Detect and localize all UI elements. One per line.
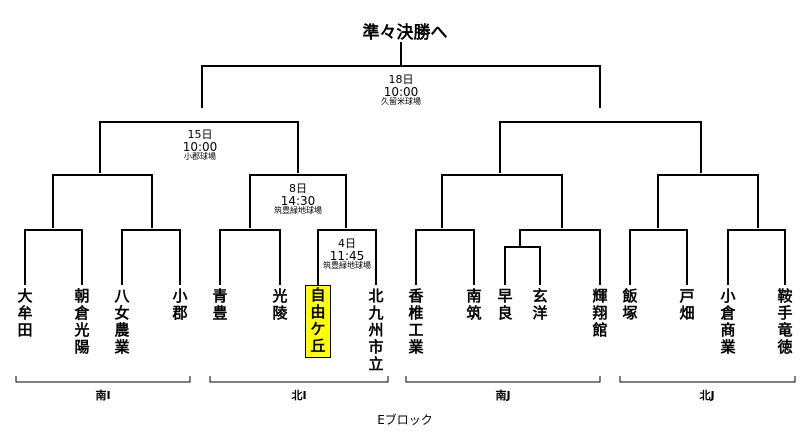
match-date: 4日 [338,237,356,250]
page-title: 準々決勝へ [362,23,448,43]
match-time: 11:45 [329,248,365,263]
match-info-north-i-first: 4日 11:45 筑豊緑地球場 [307,238,387,271]
match-date: 8日 [289,182,307,195]
team-name: 鞍手竜徳 [777,287,793,356]
match-date: 18日 [388,73,414,86]
team-name: 青豊 [212,287,228,322]
block-name: Eブロック [377,413,433,427]
group-label: 北I [291,389,307,402]
match-time: 14:30 [280,193,316,208]
match-venue: 小郡球場 [184,152,216,162]
match-info-left-semi: 15日 10:00 小郡球場 [160,129,240,162]
team-name: 朝倉光陽 [74,287,90,356]
match-venue: 久留米球場 [381,97,421,107]
team-name-highlighted: 自由ケ丘 [305,285,331,358]
team-name: 輝翔館 [592,287,608,339]
team-name: 大牟田 [17,287,33,339]
team-name: 戸畑 [679,287,695,322]
team-name: 小郡 [172,287,188,322]
match-info-final: 18日 10:00 久留米球場 [361,74,441,107]
match-time: 10:00 [383,84,419,99]
match-info-north-i: 8日 14:30 筑豊緑地球場 [258,183,338,216]
match-venue: 筑豊緑地球場 [274,206,322,216]
match-time: 10:00 [182,139,218,154]
group-label: 南I [95,389,111,402]
group-label: 南J [495,389,511,402]
team-name: 八女農業 [114,287,130,356]
team-name: 早良 [497,287,513,322]
team-name: 小倉商業 [720,287,736,356]
team-name: 玄洋 [532,287,548,322]
team-name: 香椎工業 [408,287,424,356]
team-name: 南筑 [466,287,482,322]
group-label: 北J [699,389,715,402]
match-venue: 筑豊緑地球場 [323,261,371,271]
team-name: 光陵 [272,287,288,322]
team-name: 北九州市立 [368,287,384,373]
match-date: 15日 [187,128,213,141]
team-name: 飯塚 [622,287,638,322]
